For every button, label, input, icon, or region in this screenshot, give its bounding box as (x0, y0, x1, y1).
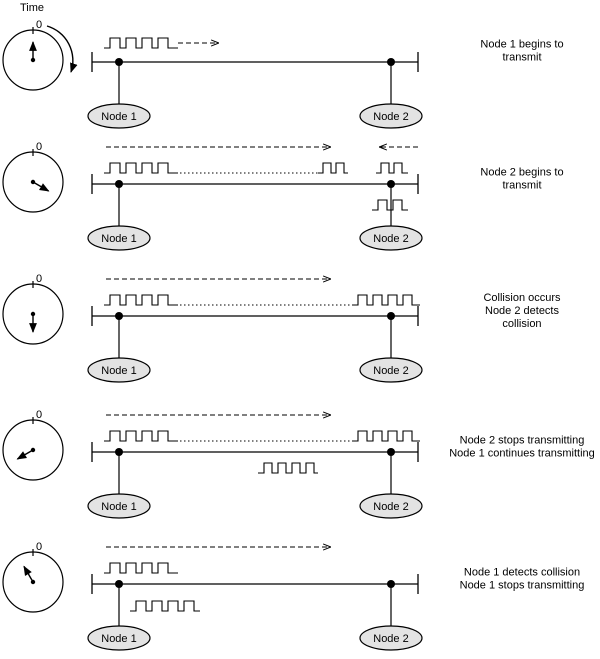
node-1-packet-wave-below (130, 600, 200, 612)
node-2-packet-wave (352, 294, 420, 306)
node-1-packet-wave (104, 562, 178, 574)
clock-zero-label: 0 (36, 541, 42, 553)
clock-rotation-arrow (46, 25, 78, 73)
node-2-label: Node 2 (373, 233, 408, 245)
stage-caption-line: transmit (502, 180, 541, 192)
node-1-label: Node 1 (101, 111, 136, 123)
node-2-ellipse (359, 225, 423, 251)
clock-pivot (30, 447, 36, 453)
stage-caption-line: transmit (502, 52, 541, 64)
node-1-packet-wave (104, 37, 178, 49)
stage-caption-line: Node 2 detects (485, 305, 559, 317)
clock-zero-label: 0 (36, 409, 42, 421)
node-2-label: Node 2 (373, 633, 408, 645)
node-2-packet-wave (352, 430, 420, 442)
node-2-tap (387, 58, 395, 66)
node-1-ellipse (87, 625, 151, 651)
node-2-outgoing-wave (372, 199, 408, 211)
clock-pivot (30, 57, 36, 63)
node-1-ellipse (87, 357, 151, 383)
node-1-tap (115, 448, 123, 456)
node-1-signal-front (318, 162, 348, 174)
clock-hand (23, 565, 34, 583)
node-2-tap (387, 580, 395, 588)
node-1-label: Node 1 (101, 233, 136, 245)
stage-caption-line: Node 1 stops transmitting (460, 580, 585, 592)
clock-pivot (30, 579, 36, 585)
stage-caption-line: Node 1 continues transmitting (449, 448, 595, 460)
stage-caption-line: Node 1 detects collision (464, 567, 580, 579)
stage-caption-line: collision (502, 318, 541, 330)
node-1-packet-wave (104, 162, 178, 174)
node-1-ellipse (87, 103, 151, 129)
node-2-tap (387, 180, 395, 188)
node-2-ellipse (359, 103, 423, 129)
clock-zero-label: 0 (36, 19, 42, 31)
node-2-packet-wave (376, 162, 408, 174)
node-2-ellipse (359, 625, 423, 651)
node-2-tap (387, 312, 395, 320)
page-title: Time (20, 2, 45, 14)
node-1-tap (115, 580, 123, 588)
node-1-tap (115, 312, 123, 320)
stage-caption-line: Node 2 begins to (480, 167, 563, 179)
clock-hand (32, 181, 50, 192)
collision-fragment-wave (258, 462, 318, 474)
stage-caption-line: Node 1 begins to (480, 39, 563, 51)
node-1-label: Node 1 (101, 365, 136, 377)
clock-hand (16, 449, 34, 460)
clock-zero-label: 0 (36, 141, 42, 153)
clock-pivot (30, 179, 36, 185)
node-2-tap (387, 448, 395, 456)
node-1-ellipse (87, 225, 151, 251)
node-2-label: Node 2 (373, 501, 408, 513)
node-2-label: Node 2 (373, 365, 408, 377)
node-1-packet-wave (104, 294, 178, 306)
node-2-ellipse (359, 493, 423, 519)
node-1-tap (115, 180, 123, 188)
node-1-label: Node 1 (101, 501, 136, 513)
node-1-ellipse (87, 493, 151, 519)
clock-pivot (30, 311, 36, 317)
node-1-label: Node 1 (101, 633, 136, 645)
stage-caption-line: Collision occurs (483, 292, 561, 304)
stage-caption-line: Node 2 stops transmitting (460, 435, 585, 447)
node-2-label: Node 2 (373, 111, 408, 123)
node-2-ellipse (359, 357, 423, 383)
node-1-packet-wave (104, 430, 178, 442)
clock-zero-label: 0 (36, 273, 42, 285)
node-1-tap (115, 58, 123, 66)
